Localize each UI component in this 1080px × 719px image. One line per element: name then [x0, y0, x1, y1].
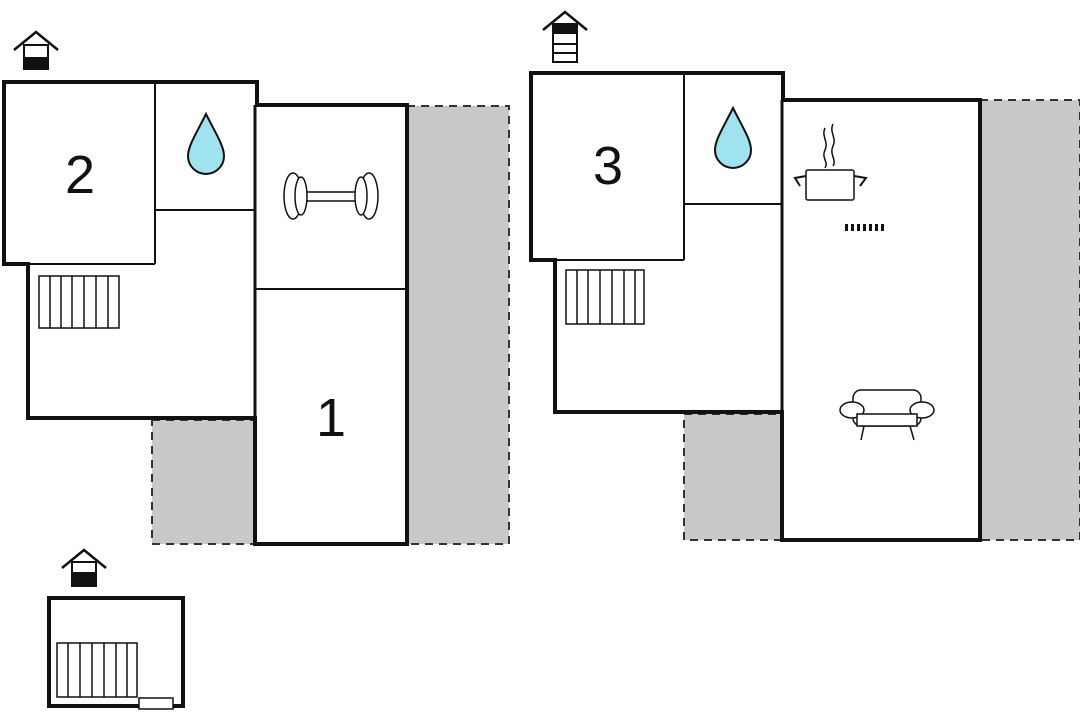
house-floor-icon [61, 548, 107, 587]
stairs-icon [38, 275, 120, 329]
sofa-icon [839, 389, 935, 441]
dumbbell-icon [283, 172, 379, 220]
terrace-bottom-right-plan [683, 413, 783, 541]
house-floor-icon [542, 10, 588, 63]
cooking-pot-icon [793, 123, 884, 231]
water-drop-icon [713, 105, 753, 169]
terrace-bottom-left-plan [151, 419, 256, 545]
room-number-1: 1 [316, 388, 346, 448]
terrace-right-right-plan [979, 99, 1080, 541]
stairs-icon [565, 269, 645, 325]
door-marker [138, 697, 174, 710]
room-number-2: 2 [65, 145, 95, 205]
room-number-3: 3 [593, 136, 623, 196]
floor-plan-basement [47, 548, 185, 710]
house-floor-icon [13, 30, 59, 70]
floor-plan-left: 2 1 [2, 30, 510, 546]
floor-plan-right: 3 [529, 10, 1080, 542]
terrace-right-left-plan [406, 105, 510, 545]
water-drop-icon [186, 111, 226, 175]
stairs-icon [56, 642, 138, 698]
